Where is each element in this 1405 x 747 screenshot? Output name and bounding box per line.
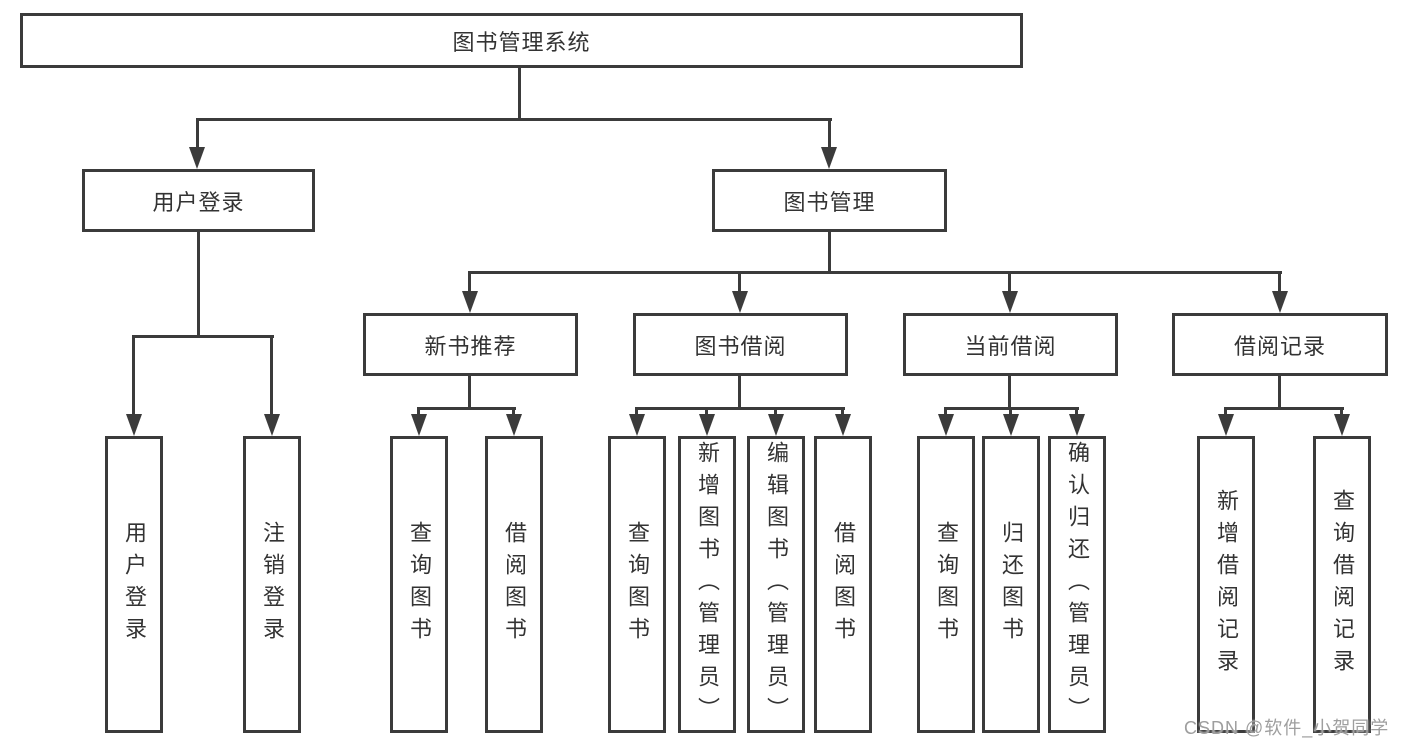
down-arrowhead-icon — [462, 291, 478, 313]
leaf-bb-borrow-books: 借阅图书 — [814, 436, 872, 733]
connector-drop — [1340, 407, 1343, 417]
down-arrowhead-icon — [1272, 291, 1288, 313]
connector-book-borrow-hline — [635, 407, 845, 410]
leaf-bb-edit-books-admin: 编辑图书（管理员） — [747, 436, 805, 733]
down-arrowhead-icon — [411, 414, 427, 436]
down-arrowhead-icon — [768, 414, 784, 436]
leaf-cb-confirm-return-admin: 确认归还（管理员） — [1048, 436, 1106, 733]
down-arrowhead-icon — [189, 147, 205, 169]
connector-drop — [1009, 407, 1012, 417]
down-arrowhead-icon — [1334, 414, 1350, 436]
connector-drop — [417, 407, 420, 417]
connector-borrow-records-hline — [1224, 407, 1344, 410]
connector-level2-hline — [196, 118, 832, 121]
connector-borrow-records-stem — [1278, 375, 1281, 409]
node-current-borrowing: 当前借阅 — [903, 313, 1118, 376]
node-label: 图书管理 — [783, 189, 876, 215]
leaf-label: 归还图书 — [999, 520, 1024, 649]
down-arrowhead-icon — [938, 414, 954, 436]
leaf-cb-return-books: 归还图书 — [982, 436, 1040, 733]
leaf-label: 查询借阅记录 — [1330, 488, 1355, 681]
connector-root-stem — [518, 68, 521, 121]
leaf-rec-query-books: 查询图书 — [390, 436, 448, 733]
leaf-label: 编辑图书（管理员） — [764, 440, 789, 729]
leaf-label: 查询图书 — [407, 520, 432, 649]
connector-drop — [1224, 407, 1227, 417]
leaf-br-query-borrow-record: 查询借阅记录 — [1313, 436, 1371, 733]
node-label: 图书管理系统 — [452, 29, 591, 55]
leaf-label: 借阅图书 — [831, 520, 856, 649]
connector-level3-hline — [468, 271, 1282, 274]
connector-book-mgmt-stem — [828, 232, 831, 273]
node-user-login: 用户登录 — [82, 169, 315, 232]
down-arrowhead-icon — [1069, 414, 1085, 436]
leaf-label: 注销登录 — [260, 520, 285, 649]
down-arrowhead-icon — [821, 147, 837, 169]
connector-drop — [635, 407, 638, 417]
down-arrowhead-icon — [1002, 291, 1018, 313]
node-label: 用户登录 — [152, 189, 245, 215]
node-borrow-records: 借阅记录 — [1172, 313, 1388, 376]
connector-drop — [512, 407, 515, 417]
down-arrowhead-icon — [699, 414, 715, 436]
leaf-label: 新增图书（管理员） — [695, 440, 720, 729]
node-label: 借阅记录 — [1233, 333, 1326, 359]
connector-drop-leaf-logout — [270, 335, 273, 416]
leaf-bb-add-books-admin: 新增图书（管理员） — [678, 436, 736, 733]
down-arrowhead-icon — [835, 414, 851, 436]
connector-book-borrow-stem — [738, 375, 741, 409]
connector-drop — [1075, 407, 1078, 417]
leaf-bb-query-books: 查询图书 — [608, 436, 666, 733]
connector-drop — [705, 407, 708, 417]
connector-drop-leaf-user-login — [132, 335, 135, 416]
connector-drop-user-login — [196, 118, 199, 149]
connector-drop — [774, 407, 777, 417]
connector-drop-new-book-rec — [468, 271, 471, 293]
connector-current-borrow-stem — [1008, 375, 1011, 409]
down-arrowhead-icon — [264, 414, 280, 436]
connector-user-login-hline — [132, 335, 274, 338]
leaf-br-add-borrow-record: 新增借阅记录 — [1197, 436, 1255, 733]
node-book-borrowing: 图书借阅 — [633, 313, 848, 376]
leaf-cb-query-books: 查询图书 — [917, 436, 975, 733]
leaf-label: 新增借阅记录 — [1214, 488, 1239, 681]
leaf-user-login: 用户登录 — [105, 436, 163, 733]
leaf-label: 确认归还（管理员） — [1065, 440, 1090, 729]
down-arrowhead-icon — [1003, 414, 1019, 436]
node-new-book-recommendation: 新书推荐 — [363, 313, 578, 376]
node-label: 新书推荐 — [424, 333, 517, 359]
leaf-label: 借阅图书 — [502, 520, 527, 649]
down-arrowhead-icon — [506, 414, 522, 436]
connector-drop — [841, 407, 844, 417]
leaf-label: 查询图书 — [934, 520, 959, 649]
leaf-label: 查询图书 — [625, 520, 650, 649]
connector-drop-current-borrow — [1008, 271, 1011, 293]
connector-user-login-stem — [197, 232, 200, 338]
leaf-label: 用户登录 — [122, 520, 147, 649]
down-arrowhead-icon — [629, 414, 645, 436]
down-arrowhead-icon — [1218, 414, 1234, 436]
leaf-logout-login: 注销登录 — [243, 436, 301, 733]
connector-drop-book-mgmt — [828, 118, 831, 149]
down-arrowhead-icon — [126, 414, 142, 436]
node-book-management: 图书管理 — [712, 169, 947, 232]
leaf-rec-borrow-books: 借阅图书 — [485, 436, 543, 733]
node-label: 当前借阅 — [964, 333, 1057, 359]
connector-new-book-rec-hline — [417, 407, 516, 410]
connector-drop-book-borrow — [738, 271, 741, 293]
node-label: 图书借阅 — [694, 333, 787, 359]
csdn-watermark: CSDN @软件_小贺同学 — [1184, 718, 1390, 738]
connector-drop — [944, 407, 947, 417]
connector-drop-borrow-records — [1278, 271, 1281, 293]
node-root-library-system: 图书管理系统 — [20, 13, 1023, 68]
down-arrowhead-icon — [732, 291, 748, 313]
connector-new-book-rec-stem — [468, 375, 471, 409]
